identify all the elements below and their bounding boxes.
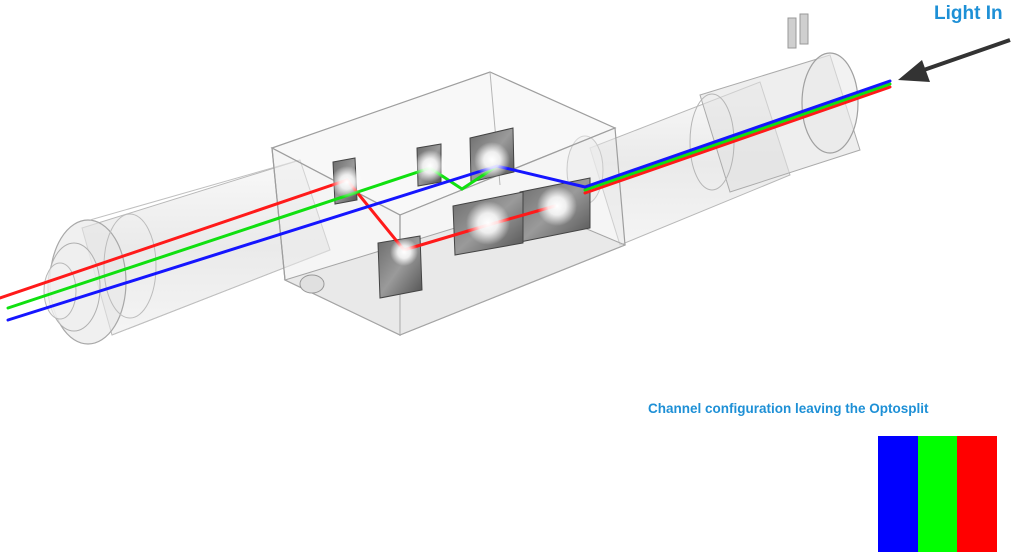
channel-swatch-2 <box>918 436 958 552</box>
channel-swatches <box>878 436 997 552</box>
light-in-arrow-icon <box>898 40 1010 82</box>
channel-swatch-1 <box>878 436 918 552</box>
channel-swatch-3 <box>957 436 997 552</box>
channel-caption: Channel configuration leaving the Optosp… <box>648 401 929 416</box>
light-in-label: Light In <box>934 3 1003 25</box>
